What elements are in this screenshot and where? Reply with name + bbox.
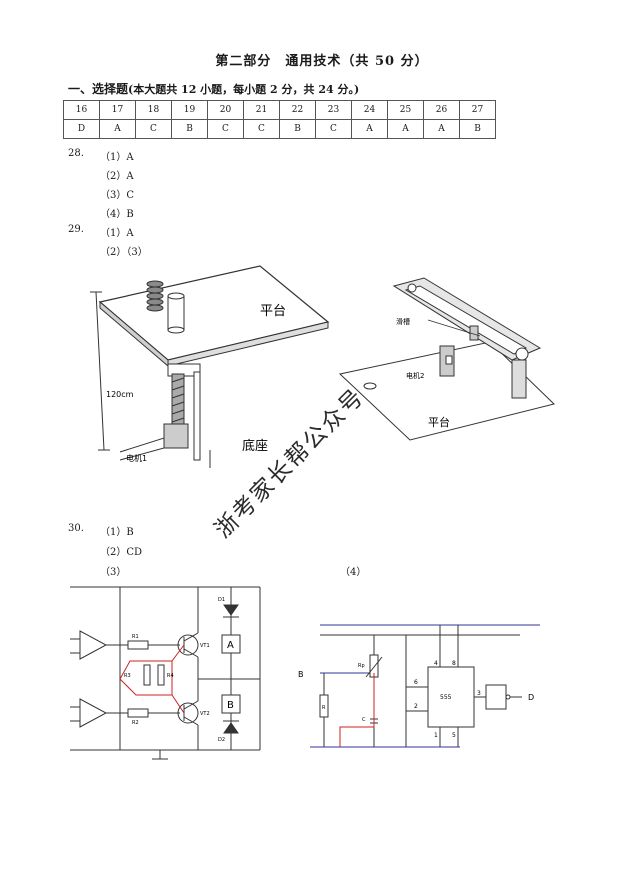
question-number: 20	[207, 100, 244, 120]
question-number: 19	[171, 100, 208, 120]
label-c: C	[362, 717, 366, 723]
label-a: A	[227, 640, 234, 651]
answer-cell: B	[459, 119, 496, 139]
platform-label: 平台	[260, 304, 286, 319]
pin-1: 1	[434, 732, 438, 739]
q30-answer: （2）CD	[100, 547, 143, 558]
label-r2: R2	[132, 720, 139, 726]
answer-cell: A	[351, 119, 388, 139]
base-label: 底座	[242, 438, 268, 454]
answer-cell: C	[207, 119, 244, 139]
question-number: 18	[135, 100, 172, 120]
added-wiring-2	[339, 673, 375, 747]
pin-3: 3	[477, 690, 481, 697]
lift-platform-figure: 120cm 电机1 平台 底座	[90, 265, 330, 468]
platform2-label: 平台	[428, 415, 450, 429]
q28-answer: （4）B	[100, 209, 134, 220]
question-number: 21	[243, 100, 280, 120]
question-number: 24	[351, 100, 388, 120]
question-number: 16	[63, 100, 100, 120]
answer-cell: B	[279, 119, 316, 139]
answer-table-number-row: 16 17 18 19 20 21 22 23 24 25 26 27	[63, 100, 496, 120]
pin-4: 4	[434, 660, 438, 667]
label-b-input: B	[298, 670, 304, 679]
label-r3: R3	[124, 673, 131, 679]
section-note: (本大题共 12 小题，每小题 2 分，共 24 分。)	[128, 83, 360, 96]
answer-cell: A	[99, 119, 136, 139]
question-number: 25	[387, 100, 424, 120]
motor2-label: 电机2	[406, 371, 424, 380]
answer-cell: B	[171, 119, 208, 139]
q28-number: 28.	[68, 148, 84, 159]
question-number: 17	[99, 100, 136, 120]
q30-number: 30.	[68, 523, 84, 534]
q29-number: 29.	[68, 224, 84, 235]
chip-555-label: 555	[440, 694, 452, 701]
q29-answer: （1）A	[100, 228, 134, 239]
q28-answer: （3）C	[100, 190, 135, 201]
page-title: 第二部分 通用技术（共 50 分）	[215, 54, 429, 69]
question-number: 23	[315, 100, 352, 120]
q28-answer: （1）A	[100, 152, 134, 163]
section-heading-text: 一、选择题	[68, 82, 129, 96]
label-r1: R1	[132, 634, 139, 640]
answer-cell: D	[63, 119, 100, 139]
pin-6: 6	[414, 679, 418, 686]
screw-rod	[171, 373, 185, 427]
pin-5: 5	[452, 732, 456, 739]
question-number: 22	[279, 100, 316, 120]
answer-cell: A	[387, 119, 424, 139]
pin-2: 2	[414, 703, 418, 710]
label-d2: D2	[218, 737, 225, 743]
answer-cell: A	[423, 119, 460, 139]
label-r4: R4	[167, 673, 174, 679]
answer-cell: C	[135, 119, 172, 139]
answer-table-answer-row: D A C B C C B C A A A B	[63, 119, 496, 139]
label-vt2: VT2	[200, 711, 210, 717]
answer-cell: C	[243, 119, 280, 139]
label-r: R	[322, 705, 326, 711]
motor-block	[163, 423, 189, 449]
q30-answer-4: （4）	[340, 567, 367, 578]
slider-label: 滑槽	[396, 317, 410, 326]
pin-8: 8	[452, 660, 456, 667]
question-number: 27	[459, 100, 496, 120]
label-d-output: D	[528, 693, 534, 702]
section-heading: 一、选择题(本大题共 12 小题，每小题 2 分，共 24 分。)	[68, 80, 359, 97]
coil-stack	[146, 280, 164, 312]
q30-answer: （3）	[100, 567, 127, 578]
question-number: 26	[423, 100, 460, 120]
q30-answer: （1）B	[100, 527, 134, 538]
label-b: B	[227, 700, 234, 711]
q29-answer: （2）（3）	[100, 247, 148, 258]
transistor-circuit: R1 R2 R3 R4 VT1 VT2 A B D1 D2	[70, 586, 261, 760]
label-vt1: VT1	[200, 643, 210, 649]
slider-mechanism-figure: 滑槽 电机2 平台	[338, 277, 555, 441]
added-wiring	[119, 644, 185, 714]
label-d1: D1	[218, 597, 225, 603]
height-label: 120cm	[106, 390, 134, 399]
timer-555-circuit: B R Rp C 6 2 4 8 3 1 5 555 D	[298, 624, 540, 748]
q28-answer: （2）A	[100, 171, 134, 182]
answer-table: 16 17 18 19 20 21 22 23 24 25 26 27 D A …	[63, 100, 496, 139]
label-rp: Rp	[358, 663, 365, 669]
motor1-label: 电机1	[126, 453, 147, 463]
answer-cell: C	[315, 119, 352, 139]
